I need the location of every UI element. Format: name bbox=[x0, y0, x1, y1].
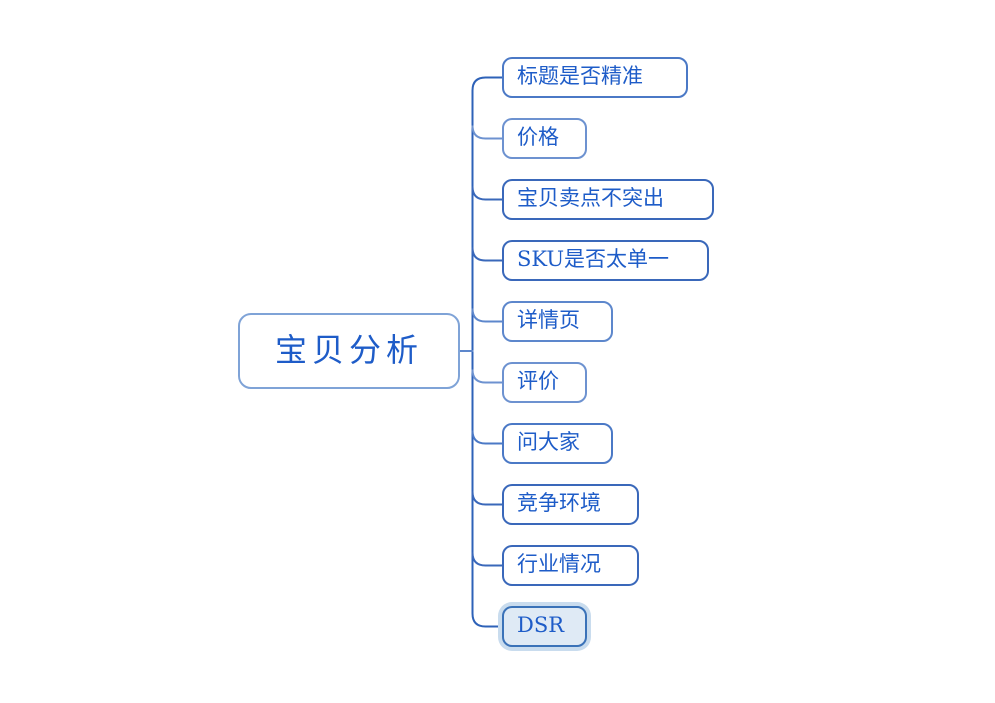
branch-line-7 bbox=[471, 430, 502, 445]
mindmap-topic-node-7[interactable]: 问大家 bbox=[502, 423, 613, 464]
topic-label: 详情页 bbox=[517, 308, 580, 332]
topic-label: 行业情况 bbox=[517, 552, 601, 576]
branch-line-5 bbox=[471, 308, 502, 323]
branch-line-6 bbox=[471, 369, 502, 384]
branch-line-4 bbox=[471, 247, 502, 262]
mindmap-topic-node-4[interactable]: SKU是否太单一 bbox=[502, 240, 709, 281]
topic-label: 价格 bbox=[517, 125, 559, 149]
mindmap-topic-node-8[interactable]: 竞争环境 bbox=[502, 484, 639, 525]
mindmap-topic-node-2[interactable]: 价格 bbox=[502, 118, 587, 159]
topic-label: 宝贝卖点不突出 bbox=[517, 186, 664, 210]
mindmap-topic-node-5[interactable]: 详情页 bbox=[502, 301, 613, 342]
mindmap-topic-node-10-selected[interactable]: DSR bbox=[502, 606, 587, 647]
topic-label: 标题是否精准 bbox=[517, 64, 643, 88]
root-topic-label: 宝贝分析 bbox=[274, 331, 423, 369]
branch-spine-line bbox=[471, 76, 502, 628]
mindmap-topic-node-6[interactable]: 评价 bbox=[502, 362, 587, 403]
mindmap-topic-node-3[interactable]: 宝贝卖点不突出 bbox=[502, 179, 714, 220]
branch-line-2 bbox=[471, 125, 502, 140]
topic-label: DSR bbox=[517, 613, 565, 637]
branch-line-3 bbox=[471, 186, 502, 201]
topic-label: 评价 bbox=[517, 369, 559, 393]
topic-label: 问大家 bbox=[517, 430, 580, 454]
branch-line-9 bbox=[471, 552, 502, 567]
topic-label: 竞争环境 bbox=[517, 491, 601, 515]
topic-label: SKU是否太单一 bbox=[517, 247, 670, 271]
branch-line-8 bbox=[471, 491, 502, 506]
mindmap-topic-node-9[interactable]: 行业情况 bbox=[502, 545, 639, 586]
mindmap-topic-node-1[interactable]: 标题是否精准 bbox=[502, 57, 688, 98]
mindmap-root-node[interactable]: 宝贝分析 bbox=[238, 313, 460, 389]
